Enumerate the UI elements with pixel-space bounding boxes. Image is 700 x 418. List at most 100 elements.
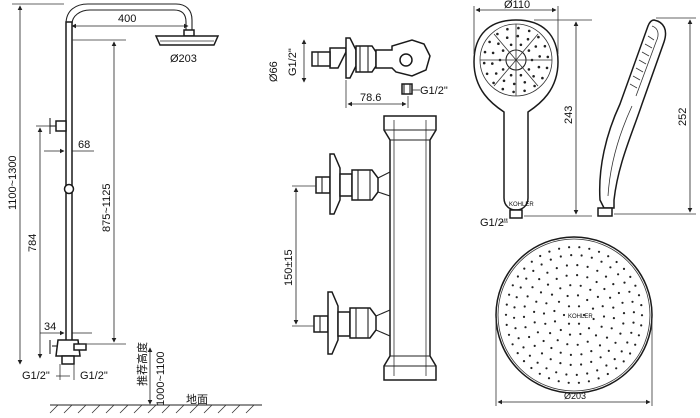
rain-nozzle <box>587 327 591 330</box>
rain-nozzle <box>539 254 542 258</box>
valve-outlet-label: G1/2" <box>420 85 448 97</box>
rain-nozzle <box>607 255 610 258</box>
hand-nozzle <box>505 36 509 39</box>
rain-nozzle <box>576 294 580 297</box>
rain-nozzle <box>609 266 612 269</box>
rain-nozzle <box>556 339 559 342</box>
rain-head-side <box>154 29 220 46</box>
rain-nozzle <box>617 291 621 295</box>
rain-nozzle <box>553 320 557 323</box>
rain-nozzle <box>539 291 543 294</box>
hand-nozzle <box>537 65 541 69</box>
rain-nozzle <box>626 341 629 344</box>
rain-nozzle <box>596 295 600 298</box>
rain-nozzle <box>568 246 571 249</box>
rain-nozzle <box>511 343 514 346</box>
bottom-mixer <box>49 339 87 365</box>
rain-nozzle <box>599 356 602 359</box>
hand-nozzle <box>494 72 498 75</box>
rain-nozzle <box>590 360 593 363</box>
rain-nozzle <box>508 293 511 296</box>
rain-nozzle <box>628 290 631 293</box>
rain-head-nozzles <box>504 246 644 384</box>
rain-nozzle <box>538 372 541 375</box>
rain-nozzle <box>637 334 641 337</box>
rain-nozzle <box>507 333 511 336</box>
rain-nozzle <box>629 275 632 278</box>
rain-nozzle <box>576 274 579 277</box>
rain-nozzle <box>511 284 514 287</box>
rain-nozzle <box>532 269 535 272</box>
rain-nozzle <box>586 298 589 302</box>
rain-nozzle <box>596 269 599 272</box>
rain-nozzle <box>559 362 562 365</box>
rain-nozzle <box>538 278 541 281</box>
rain-nozzle <box>637 294 641 297</box>
dim-rail-height: 875~1125 <box>101 184 113 232</box>
rain-nozzle <box>589 288 592 291</box>
rain-nozzle <box>578 246 581 249</box>
rain-nozzle <box>586 372 589 375</box>
rain-nozzle <box>530 366 533 370</box>
rain-nozzle <box>590 350 593 353</box>
hand-nozzle <box>485 72 489 76</box>
rain-nozzle <box>619 332 622 335</box>
hand-shower-nozzles <box>482 26 550 94</box>
rain-nozzle <box>568 333 572 336</box>
rain-nozzle <box>598 344 602 347</box>
rain-nozzle <box>580 363 583 366</box>
rain-nozzle <box>545 367 548 370</box>
rain-nozzle <box>567 322 571 325</box>
rain-nozzle <box>513 306 516 309</box>
dim-valve-height: 784 <box>27 234 39 252</box>
rain-nozzle <box>530 260 533 263</box>
rain-nozzle <box>523 267 526 270</box>
rain-nozzle <box>519 286 522 289</box>
dim-offset-34: 34 <box>44 321 56 333</box>
hand-nozzle <box>527 29 531 33</box>
valve-thread-label: G1/2" <box>287 48 299 76</box>
rain-nozzle <box>576 343 579 346</box>
rain-nozzle <box>525 277 528 280</box>
hand-nozzle <box>545 66 549 70</box>
hand-nozzle <box>501 87 505 91</box>
rain-nozzle <box>524 326 527 329</box>
overhead-arm <box>65 3 193 32</box>
rain-nozzle <box>557 300 561 303</box>
rain-nozzle <box>621 301 624 304</box>
rain-nozzle <box>515 296 518 299</box>
hand-nozzle <box>517 26 520 30</box>
rain-nozzle <box>577 322 581 325</box>
hand-nozzle <box>502 79 506 83</box>
rain-nozzle <box>528 335 531 339</box>
hand-nozzle <box>509 73 513 77</box>
rain-nozzle <box>617 273 620 276</box>
hand-nozzle <box>483 50 487 54</box>
hand-nozzle <box>527 49 531 52</box>
rain-nozzle <box>505 323 508 326</box>
rain-nozzle <box>595 280 598 284</box>
rain-nozzle <box>622 322 625 325</box>
hand-shower-diameter: Ø110 <box>504 0 530 11</box>
rain-head-plan: KOHLER Ø203 <box>495 236 653 406</box>
rain-head-diameter: Ø203 <box>564 391 586 401</box>
hand-shower-front: KOHLER Ø110 243 G1/2" <box>473 0 592 229</box>
rain-nozzle <box>612 306 615 309</box>
rain-nozzle <box>592 317 595 321</box>
rain-nozzle <box>587 380 591 383</box>
hand-nozzle <box>506 27 509 31</box>
rain-nozzle <box>570 254 573 257</box>
rain-nozzle <box>523 305 526 308</box>
rain-nozzle <box>545 302 548 305</box>
hand-nozzle <box>537 35 540 39</box>
rain-nozzle <box>544 322 547 325</box>
rain-nozzle <box>546 271 549 274</box>
rain-nozzle <box>565 373 568 376</box>
rain-nozzle <box>586 276 589 279</box>
hand-nozzle <box>527 68 531 71</box>
rain-nozzle <box>623 281 626 284</box>
rain-nozzle <box>600 325 603 328</box>
inlet-label-right: G1/2" <box>80 370 108 382</box>
hand-nozzle <box>491 62 494 65</box>
